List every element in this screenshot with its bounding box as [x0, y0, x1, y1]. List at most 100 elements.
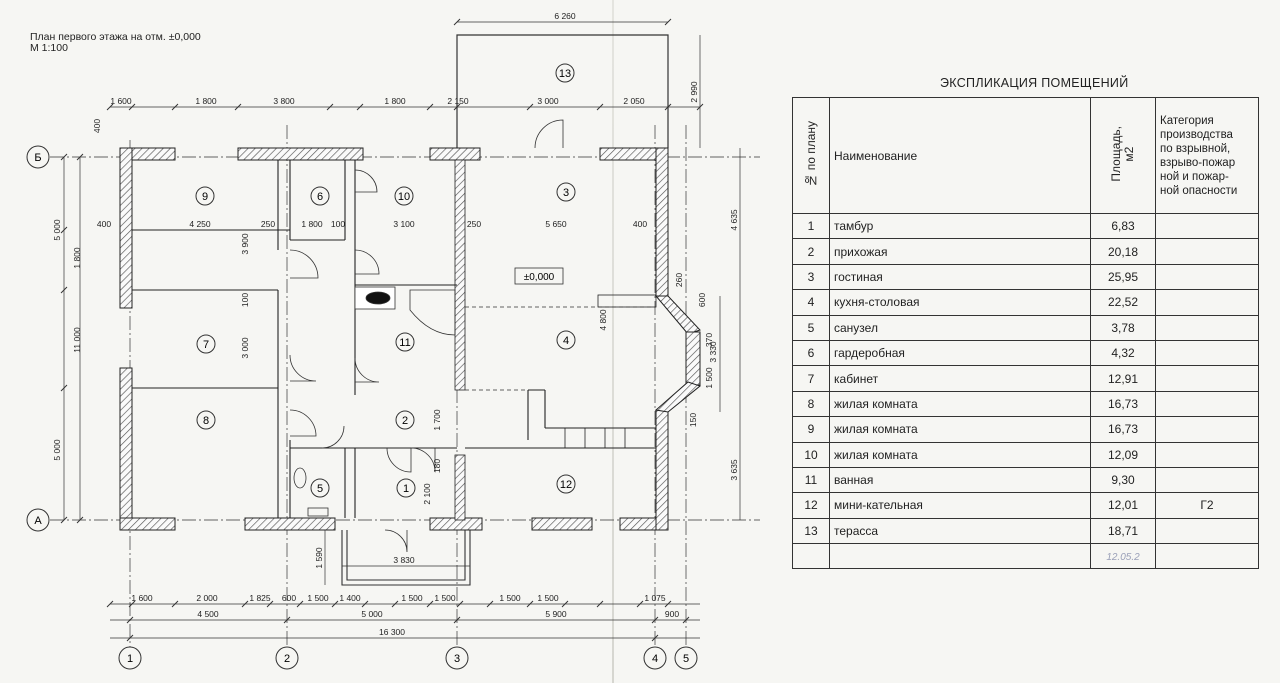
- room-1-marker: 1: [396, 478, 416, 498]
- room-circle: [195, 186, 215, 206]
- interior-walls: [454, 159, 466, 521]
- dim-tick: [76, 153, 84, 161]
- dimension-label: 4 635: [729, 209, 739, 231]
- room-9-marker: 9: [195, 186, 215, 206]
- dimension-label: 5 650: [545, 219, 567, 229]
- dim-tick: [266, 600, 274, 608]
- dimension-label: 5 000: [361, 609, 383, 619]
- cell-cat: [1155, 441, 1259, 468]
- col-cat-l5: ной и пожар-: [1160, 170, 1229, 183]
- room-circle: [396, 478, 416, 498]
- dim-tick: [60, 516, 68, 524]
- dim-tick: [60, 286, 68, 294]
- cell-area: 6,83: [1090, 212, 1156, 240]
- cell-area: 9,30: [1090, 466, 1156, 494]
- dimension-label: 1 800: [301, 219, 323, 229]
- cell-area: 16,73: [1090, 416, 1156, 443]
- col-area-label: Площадь,м2: [1109, 126, 1136, 182]
- dimension-label: 2 990: [689, 81, 699, 103]
- cell-name: гостиная: [829, 263, 1091, 291]
- axis-row-circle: [26, 145, 50, 169]
- dimension-label: 1 500: [307, 593, 329, 603]
- axis-col-label: 1: [127, 653, 133, 665]
- cell-num: 9: [792, 416, 830, 443]
- cell-cat: [1155, 517, 1259, 545]
- col-name-label: Наименование: [834, 148, 918, 163]
- dimension-label: 400: [97, 219, 111, 229]
- dim-tick: [296, 600, 304, 608]
- col-cat-l2: производства: [1160, 128, 1233, 141]
- dimension-label: 370: [704, 333, 714, 347]
- cell-area: 3,78: [1090, 314, 1156, 341]
- dim-tick: [664, 18, 672, 26]
- cell-area: 12,09: [1090, 441, 1156, 468]
- cell-num: 13: [792, 517, 830, 545]
- room-4-marker: 4: [556, 330, 576, 350]
- dimension-label: 400: [633, 219, 647, 229]
- cell-area: 20,18: [1090, 238, 1156, 265]
- cell-name: терасса: [829, 517, 1091, 545]
- cell-num: 3: [792, 263, 830, 291]
- dimension-label: 4 500: [197, 609, 219, 619]
- room-11-marker: 11: [395, 332, 415, 352]
- dimension-label: 2 100: [422, 483, 432, 505]
- room-number: 2: [402, 415, 408, 427]
- dimension-label: 180: [432, 459, 442, 473]
- room-number: 9: [202, 191, 208, 203]
- cell-cat: [1155, 289, 1259, 316]
- room-circle: [310, 478, 330, 498]
- dim-tick: [453, 616, 461, 624]
- axis-col-label: 2: [284, 653, 290, 665]
- col-num-label: № по плану: [803, 120, 818, 188]
- col-cat-l3: по взрывной,: [1160, 142, 1231, 155]
- dimension-label: 5 000: [52, 219, 62, 241]
- cell-area: 12,01: [1090, 492, 1156, 519]
- col-cat-l4: взрыво-пожар: [1160, 156, 1236, 169]
- footer-cell-1: [792, 543, 830, 570]
- dimension-lines: [63, 21, 741, 639]
- cell-name: кухня-столовая: [829, 289, 1091, 316]
- cell-name: жилая комната: [829, 390, 1091, 418]
- drawing-scale: М 1:100: [30, 42, 68, 54]
- dim-tick: [241, 600, 249, 608]
- dim-tick: [60, 226, 68, 234]
- dimension-label: 250: [467, 219, 481, 229]
- room-circle: [196, 334, 216, 354]
- dim-tick: [106, 103, 114, 111]
- cell-num: 10: [792, 441, 830, 468]
- cell-name: мини-кательная: [829, 492, 1091, 519]
- dimension-label: 2 000: [196, 593, 218, 603]
- dim-tick: [486, 600, 494, 608]
- outer-walls: [119, 147, 702, 531]
- room-8-marker: 8: [196, 410, 216, 430]
- cell-num: 8: [792, 390, 830, 418]
- room-12-marker: 12: [556, 474, 576, 494]
- dim-tick: [526, 103, 534, 111]
- cell-num: 5: [792, 314, 830, 341]
- axis-col-circle: [275, 646, 299, 670]
- dimension-label: 3 900: [240, 233, 250, 255]
- axis-col-circle: [445, 646, 469, 670]
- dimension-label: 1 500: [499, 593, 521, 603]
- dimension-label: 5 000: [52, 439, 62, 461]
- signature-mark: 12.05.2: [1106, 552, 1140, 564]
- dim-tick: [596, 600, 604, 608]
- dim-tick: [664, 600, 672, 608]
- col-area-header: Площадь,м2: [1090, 97, 1156, 214]
- cell-area: 18,71: [1090, 517, 1156, 545]
- dimension-label: 1 400: [339, 593, 361, 603]
- room-7-marker: 7: [196, 334, 216, 354]
- cell-num: 4: [792, 289, 830, 316]
- dimension-label: 3 635: [729, 459, 739, 481]
- room-13-marker: 13: [555, 63, 575, 83]
- cell-name: тамбур: [829, 212, 1091, 240]
- table-footer-row: 12.05.2: [792, 543, 1259, 570]
